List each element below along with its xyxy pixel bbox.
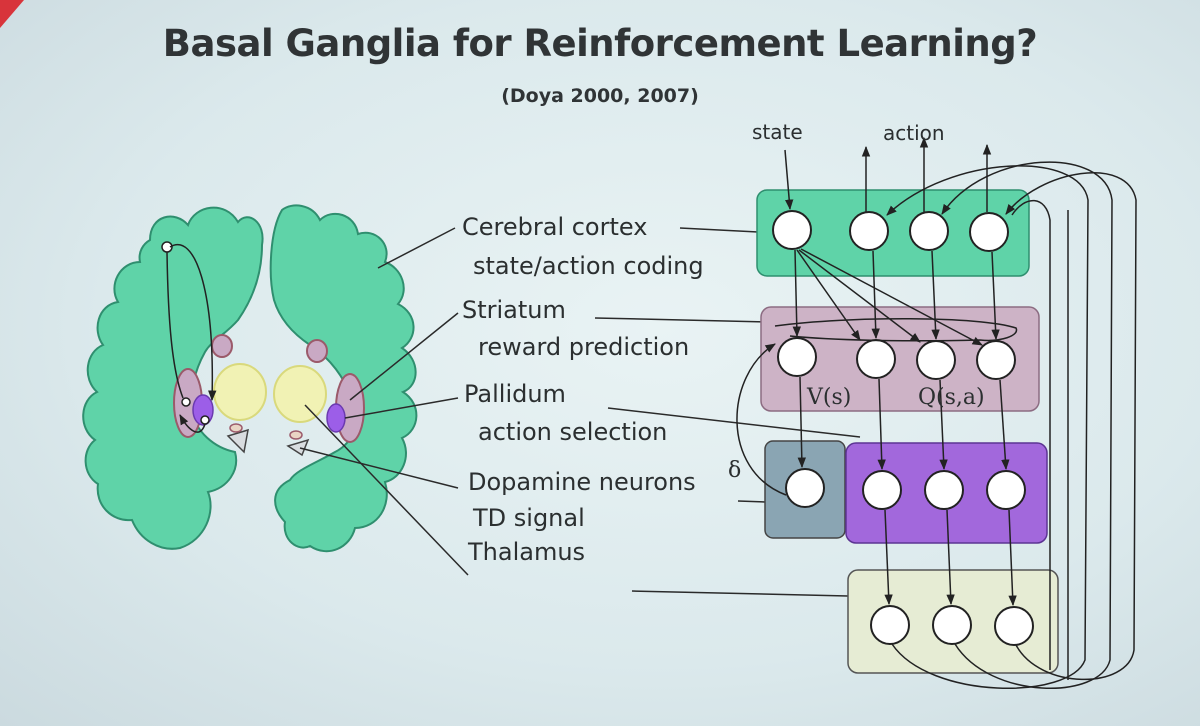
leader-striatum-brain (349, 312, 459, 401)
label-striatum-role: reward prediction (478, 333, 690, 361)
striatum-node-4 (976, 340, 1016, 380)
label-pallidum: Pallidum (464, 380, 566, 408)
brain-section (82, 204, 418, 553)
leader-lines (299, 227, 861, 597)
delta-feedback (736, 343, 787, 496)
cortex-node-3 (909, 211, 949, 251)
label-pallidum-role: action selection (478, 418, 668, 446)
pallidum-right (326, 403, 346, 433)
striatum-node-3 (916, 340, 956, 380)
pallidum3-to-thalamus (1008, 509, 1017, 607)
striatum-neuron (181, 397, 191, 407)
striatum3-to-pallidum (939, 379, 948, 471)
state-arrow (784, 149, 794, 211)
fan-1-3 (798, 249, 921, 343)
leader-pallidum-net (607, 407, 861, 438)
substantia-nigra-right (286, 438, 310, 457)
striatum-box (760, 306, 1040, 412)
striatum-node-1 (777, 337, 817, 377)
pallidum2-to-thalamus (946, 509, 955, 606)
rl-network (736, 136, 1137, 689)
thalamus-left (213, 363, 267, 421)
cortex-box (756, 189, 1030, 277)
pallidum-node-3 (986, 470, 1026, 510)
striatum4-to-pallidum (999, 379, 1010, 471)
pallidum-node-1 (862, 470, 902, 510)
leader-striatum-net (594, 317, 771, 323)
leader-pallidum-brain (344, 397, 459, 419)
cortex-node-2 (849, 211, 889, 251)
leader-cortex-net (679, 227, 759, 233)
leader-thalamus-brain (304, 404, 469, 576)
label-dopamine-role: TD signal (473, 504, 585, 532)
leader-dopamine-brain (299, 447, 459, 489)
brain-nucleus-small-right (289, 430, 303, 440)
label-striatum: Striatum (462, 296, 566, 324)
striatum-node-2 (856, 339, 896, 379)
striatum2-to-pallidum (877, 378, 886, 471)
cortex-node-4 (969, 212, 1009, 252)
thalamus-right (273, 365, 327, 423)
dopamine-node (785, 468, 825, 508)
label-delta: δ (728, 458, 742, 483)
substantia-nigra-left (226, 428, 249, 454)
caudate-right (306, 339, 328, 363)
left-hemisphere (82, 206, 264, 550)
loop-thalamus-2 (941, 161, 1113, 689)
caudate-left (211, 334, 233, 358)
neuron-return (179, 414, 206, 433)
corner-accent (0, 0, 24, 28)
fan-1-2 (796, 249, 861, 341)
label-cortex: Cerebral cortex (462, 213, 648, 241)
slide-subtitle: (Doya 2000, 2007) (501, 85, 699, 107)
label-state: state (752, 120, 803, 144)
thalamus-node-1 (870, 605, 910, 645)
loop-thalamus-1 (886, 165, 1089, 689)
label-thalamus: Thalamus (468, 538, 586, 566)
cortex3-to-striatum (931, 250, 940, 341)
label-cortex-role: state/action coding (473, 252, 704, 280)
striatum1-to-dopamine (797, 376, 806, 469)
neuron-loop (169, 244, 217, 402)
pallidum1-to-thalamus (884, 509, 893, 606)
neuron-projection (166, 251, 184, 399)
pallidum-neuron (200, 415, 210, 425)
label-q: Q(s,a) (918, 385, 985, 410)
cortex4-to-striatum (991, 251, 1000, 341)
leader-cortex-brain (377, 227, 456, 269)
loop-thalamus-3 (1005, 172, 1137, 681)
pallidum-node-2 (924, 470, 964, 510)
leader-thalamus-net (631, 590, 849, 597)
loop-inner (1011, 199, 1051, 670)
label-action: action (883, 121, 945, 145)
thalamus-node-2 (932, 605, 972, 645)
thalamus-node-3 (994, 606, 1034, 646)
cortex2-to-striatum (871, 250, 880, 340)
striatum-loop (774, 318, 1018, 342)
slide-title: Basal Ganglia for Reinforcement Learning… (162, 22, 1038, 65)
cortex-node-1 (772, 210, 812, 250)
connections (736, 136, 1137, 689)
label-dopamine: Dopamine neurons (468, 468, 696, 496)
fan-1-1 (792, 249, 801, 338)
brain-nucleus-small-left (229, 423, 243, 433)
leader-dopamine-net (737, 500, 767, 503)
label-value: V(s) (807, 385, 852, 410)
fan-1-4 (800, 248, 983, 346)
